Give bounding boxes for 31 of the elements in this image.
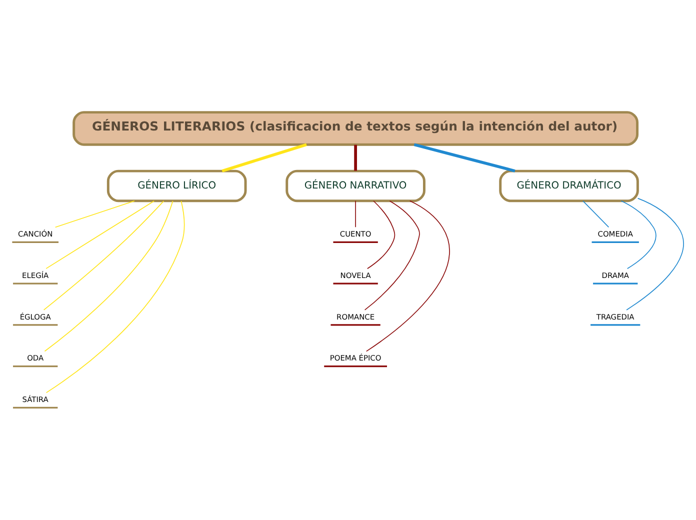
connector <box>46 200 185 394</box>
connector <box>414 143 516 172</box>
node-text: POEMA ÉPICO <box>330 354 382 363</box>
connector <box>582 200 610 228</box>
node-text: NOVELA <box>340 270 371 280</box>
connector <box>366 200 396 270</box>
connector <box>44 200 174 352</box>
connector <box>46 200 155 269</box>
connector <box>355 200 356 228</box>
node-text: SÁTIRA <box>22 395 48 404</box>
connector <box>364 200 420 310</box>
node-text: TRAGEDIA <box>596 312 634 322</box>
connector <box>626 198 684 310</box>
node-text: ELEGÍA <box>22 270 49 280</box>
connector <box>54 200 135 228</box>
connector <box>43 200 164 310</box>
connector <box>222 143 307 172</box>
connector <box>366 200 450 352</box>
node-box: GÉNERO LÍRICO <box>106 170 247 202</box>
node-box: GÉNEROS LITERARIOS (clasificacion de textos según la intención del autor) <box>72 111 639 146</box>
node-text: ODA <box>27 354 44 363</box>
connector <box>620 200 656 270</box>
node-text: ÉGLOGA <box>20 312 51 322</box>
node-text: CUENTO <box>340 230 372 239</box>
node-box: GÉNERO DRAMÁTICO <box>499 170 639 202</box>
node-text: DRAMA <box>602 270 629 280</box>
node-box: GÉNERO NARRATIVO <box>286 170 426 202</box>
node-text: COMEDIA <box>598 230 633 239</box>
node-text: CANCIÓN <box>18 230 53 239</box>
connector <box>354 144 357 171</box>
node-text: ROMANCE <box>336 312 375 322</box>
